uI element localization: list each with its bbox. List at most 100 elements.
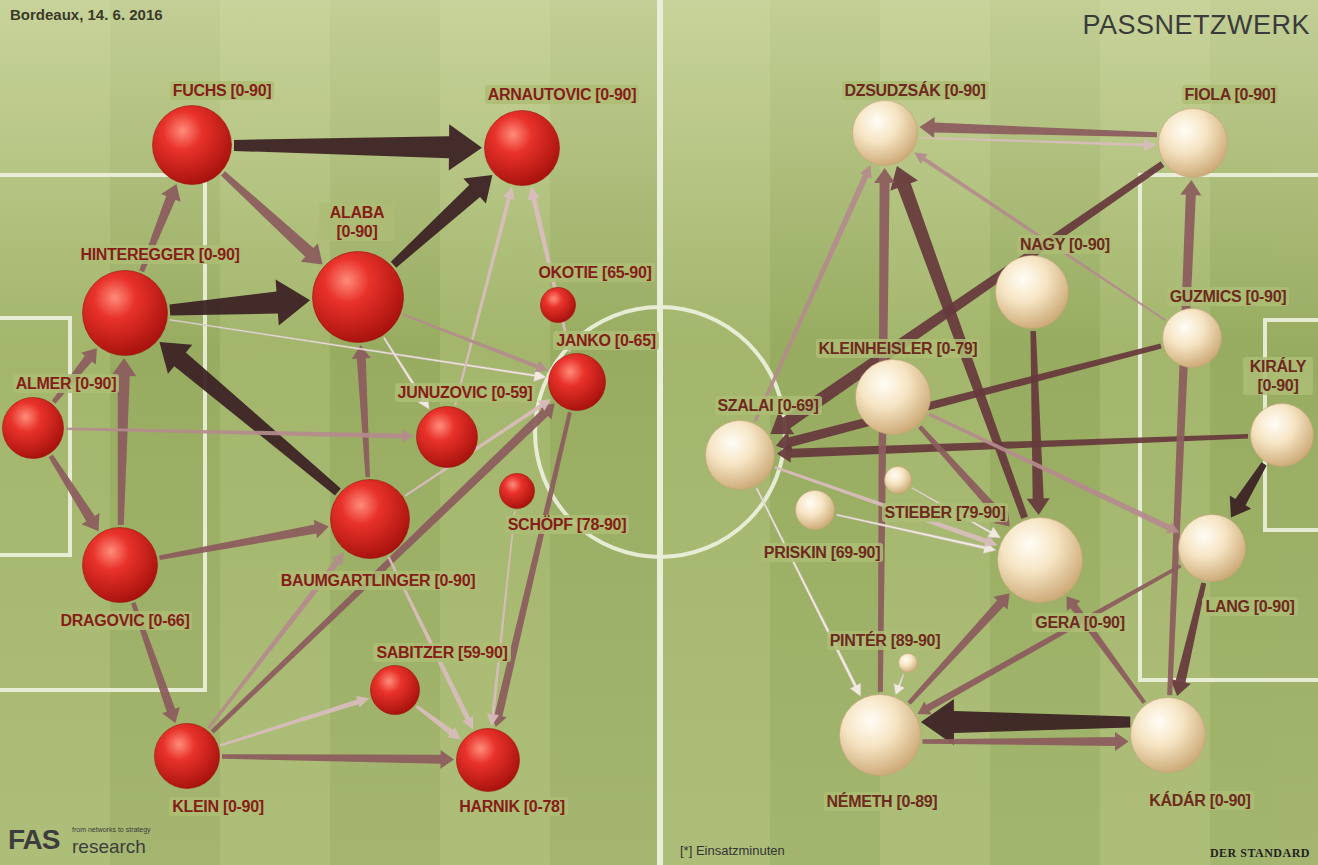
player-label: PINTÉR [89-90] <box>827 631 944 650</box>
pass-arrow <box>894 674 905 695</box>
sphere-shape <box>796 491 835 530</box>
pass-arrow <box>1167 180 1201 695</box>
player-node: OKOTIE [65-90] <box>540 287 576 323</box>
player-label: JUNUZOVIC [0-59] <box>395 383 536 402</box>
sphere-shape <box>83 271 168 356</box>
player-sphere <box>852 100 918 166</box>
sphere-shape <box>417 407 478 468</box>
note-label: [*] Einsatzminuten <box>680 843 785 858</box>
player-node: KLEIN [0-90] <box>154 723 220 789</box>
pass-arrow <box>234 124 482 170</box>
player-node: ALMER [0-90] <box>2 397 64 459</box>
sphere-shape <box>83 528 158 603</box>
pass-arrow <box>1027 331 1050 515</box>
player-node: PINTÉR [89-90] <box>898 653 918 673</box>
note-label: research <box>72 836 146 858</box>
player-node: NAGY [0-90] <box>995 255 1069 329</box>
player-node: PRISKIN [69-90] <box>795 490 835 530</box>
player-node: LANG [0-90] <box>1178 514 1246 582</box>
player-label: DRAGOVIC [0-66] <box>58 611 193 630</box>
player-sphere <box>540 287 576 323</box>
player-label: HARNIK [0-78] <box>456 797 567 816</box>
sphere-shape <box>1179 515 1246 582</box>
player-sphere <box>1250 403 1314 467</box>
player-sphere <box>370 665 420 715</box>
player-node: KLEINHEISLER [0-79] <box>855 359 931 435</box>
player-sphere <box>705 420 775 490</box>
diagram-title: PASSNETZWERK <box>1082 10 1310 41</box>
player-sphere <box>997 517 1083 603</box>
player-label: STIEBER [79-90] <box>882 503 1009 522</box>
sphere-shape <box>485 111 560 186</box>
player-label: FUCHS [0-90] <box>170 81 275 100</box>
player-label: NÉMETH [0-89] <box>824 792 941 811</box>
sphere-shape <box>998 518 1083 603</box>
player-node: SABITZER [59-90] <box>370 665 420 715</box>
sphere-shape <box>3 398 64 459</box>
pass-arrow <box>920 137 1156 151</box>
player-sphere <box>1158 108 1228 178</box>
player-node: SCHÖPF [78-90] <box>499 473 535 509</box>
player-sphere <box>1162 308 1222 368</box>
player-node: KIRÁLY [0-90] <box>1250 403 1314 467</box>
player-label: OKOTIE [65-90] <box>535 263 654 282</box>
sphere-shape <box>840 695 921 776</box>
player-sphere <box>995 255 1069 329</box>
player-sphere <box>499 473 535 509</box>
note-label: from networks to strategy <box>72 826 151 833</box>
pass-arrow <box>922 732 1128 751</box>
sphere-shape <box>371 666 420 715</box>
player-sphere <box>456 728 520 792</box>
sphere-shape <box>885 467 912 494</box>
pass-arrow <box>352 345 371 477</box>
player-label: ALABA [0-90] <box>319 203 395 241</box>
sphere-shape <box>856 360 931 435</box>
pass-arrow <box>490 412 571 727</box>
player-label: SABITZER [59-90] <box>373 643 510 662</box>
pass-arrow <box>1230 462 1267 517</box>
sphere-shape <box>313 252 404 343</box>
pass-arrow <box>49 455 100 532</box>
player-node: ALABA [0-90] <box>312 251 404 343</box>
sphere-shape <box>331 480 410 559</box>
sphere-shape <box>853 101 918 166</box>
pass-arrow <box>756 488 861 697</box>
pass-arrow <box>220 696 369 747</box>
player-node: HARNIK [0-78] <box>456 728 520 792</box>
player-label: GERA [0-90] <box>1032 613 1127 632</box>
sphere-shape <box>706 421 775 490</box>
player-sphere <box>484 110 560 186</box>
player-sphere <box>416 406 478 468</box>
player-label: KÁDÁR [0-90] <box>1146 791 1253 810</box>
sphere-shape <box>541 288 576 323</box>
player-label: ALMER [0-90] <box>13 374 119 393</box>
pass-arrow <box>159 342 340 495</box>
player-label: ARNAUTOVIC [0-90] <box>485 85 639 104</box>
player-label: PRISKIN [69-90] <box>761 543 883 562</box>
pass-arrow <box>416 705 461 740</box>
player-node: BAUMGARTLINGER [0-90] <box>330 479 410 559</box>
player-node: FIOLA [0-90] <box>1158 108 1228 178</box>
player-label: DZSUDZSÁK [0-90] <box>842 81 989 100</box>
player-node: KÁDÁR [0-90] <box>1130 697 1206 773</box>
player-sphere <box>898 653 918 673</box>
sphere-shape <box>899 654 918 673</box>
player-node: STIEBER [79-90] <box>884 466 912 494</box>
pass-arrow <box>754 165 872 422</box>
player-label: LANG [0-90] <box>1202 597 1297 616</box>
player-label: BAUMGARTLINGER [0-90] <box>278 571 479 590</box>
player-node: ARNAUTOVIC [0-90] <box>484 110 560 186</box>
sphere-shape <box>996 256 1069 329</box>
player-sphere <box>312 251 404 343</box>
player-node: GERA [0-90] <box>997 517 1083 603</box>
pass-arrow <box>919 117 1157 138</box>
player-sphere <box>1178 514 1246 582</box>
player-node: HINTEREGGER [0-90] <box>82 270 168 356</box>
sphere-shape <box>457 729 520 792</box>
player-node: FUCHS [0-90] <box>152 105 232 185</box>
player-node: NÉMETH [0-89] <box>839 694 921 776</box>
player-label: FIOLA [0-90] <box>1182 85 1279 104</box>
